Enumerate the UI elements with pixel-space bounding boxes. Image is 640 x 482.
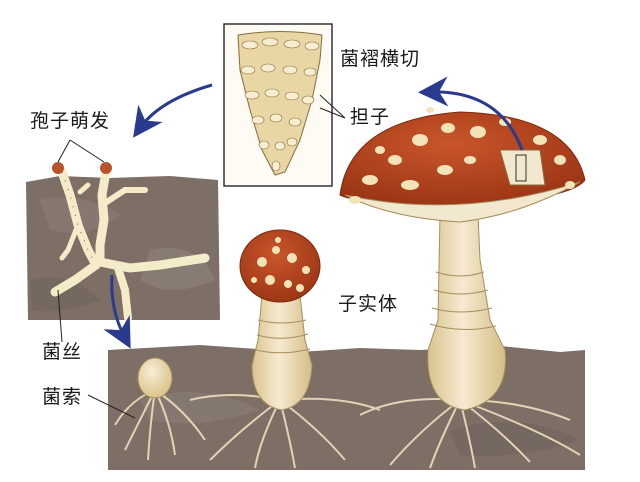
rhizomorph-pointer	[87, 394, 136, 419]
gill-section-box	[223, 23, 346, 187]
button-egg	[137, 357, 173, 399]
arrow-gill-to-spore	[133, 83, 213, 138]
mature-cap	[339, 107, 586, 223]
hyphae-pointer	[57, 289, 63, 343]
label-spore-germination: 孢子萌发	[30, 110, 111, 132]
young-fruiting-body	[239, 229, 321, 411]
arrow-hyphae-to-button	[103, 274, 131, 349]
spore-right	[100, 162, 112, 174]
spore-left	[52, 162, 64, 174]
spore-pointer	[57, 139, 105, 163]
label-rhizomorph: 菌索	[42, 386, 83, 408]
label-fruiting-body: 子实体	[338, 293, 399, 315]
label-gill-section: 菌褶横切	[340, 48, 421, 70]
hyphae-branches	[50, 167, 210, 322]
arrow-cap-to-gill	[418, 76, 524, 151]
ground-soil	[108, 345, 585, 470]
label-hyphae: 菌丝	[42, 341, 83, 363]
label-basidia: 担子	[350, 106, 391, 128]
mature-stalk	[427, 214, 506, 411]
